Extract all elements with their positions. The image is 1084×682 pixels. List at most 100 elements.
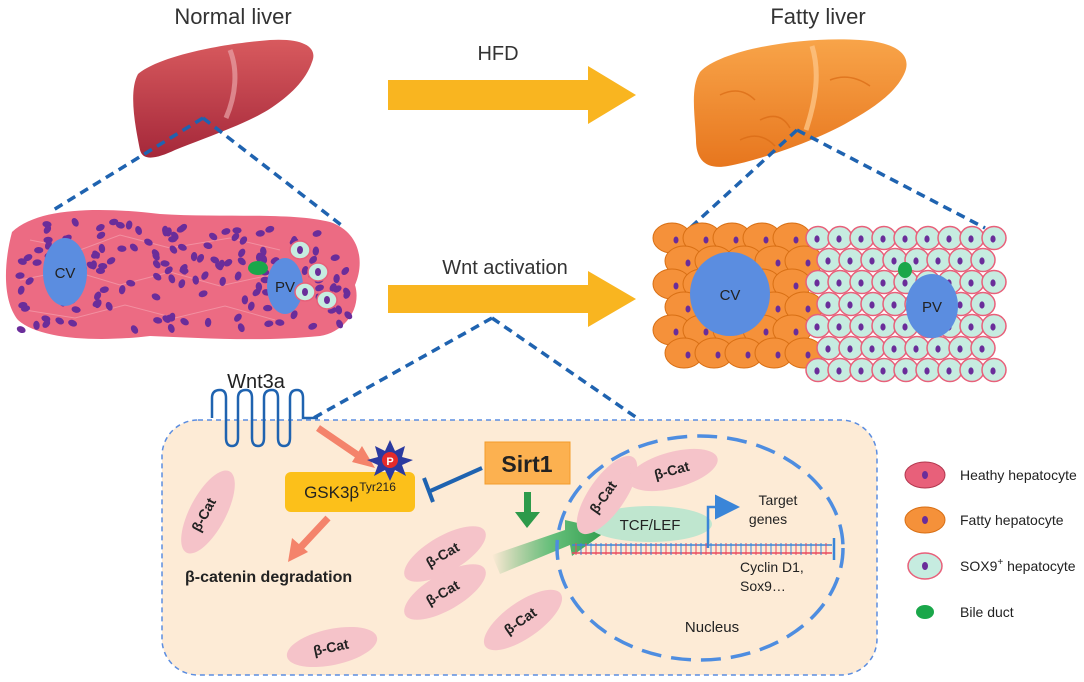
normal-liver-tissue: CV PV xyxy=(5,209,360,340)
nucleus-dot xyxy=(117,245,127,252)
nucleus-dot xyxy=(71,217,79,227)
sox9-hepatocyte-cell xyxy=(871,313,897,339)
cv-vein-normal xyxy=(43,238,87,306)
legend-label: Fatty hepatocyte xyxy=(960,512,1064,528)
nucleus-dot xyxy=(94,291,102,301)
nucleus-dot xyxy=(168,312,176,322)
nucleus-dot xyxy=(330,254,340,261)
sox9-hepatocyte-cell xyxy=(849,313,875,339)
hfd-arrow xyxy=(388,66,636,124)
nucleus-dot xyxy=(152,260,161,269)
nucleus-dot xyxy=(255,252,263,262)
nucleus-dot xyxy=(162,225,169,235)
sox9-hepatocyte-cell xyxy=(871,225,897,251)
beta-catenin: β-Cat xyxy=(404,526,486,582)
sox9-hepatocyte-cell xyxy=(959,269,985,295)
sox9-hepatocyte-cell xyxy=(849,269,875,295)
sox9-hepatocyte-cell xyxy=(316,290,338,310)
nucleus-dot xyxy=(68,319,78,327)
nucleus-dot xyxy=(96,231,106,240)
sox9-hepatocyte-cell xyxy=(915,225,941,251)
sox9-hepatocyte-cell xyxy=(926,335,952,361)
nucleus-dot xyxy=(237,323,245,333)
nucleus-dot xyxy=(130,325,139,334)
nucleus-dot xyxy=(91,251,100,259)
translocation-arrow xyxy=(492,520,608,574)
sox9-hepatocyte-cell xyxy=(805,313,831,339)
sox9-hepatocyte-cell xyxy=(805,357,831,383)
beta-catenin: β-Cat xyxy=(483,589,563,651)
nucleus-dot xyxy=(17,258,27,265)
sox9-hepatocyte-cell xyxy=(816,247,842,273)
sox9-hepatocyte-cell xyxy=(915,357,941,383)
nucleus-dot xyxy=(17,285,25,295)
sox9-hepatocyte-cell xyxy=(838,335,864,361)
sox9-hepatocyte-cell xyxy=(827,225,853,251)
sox9-hepatocyte-cell xyxy=(816,335,842,361)
legend-item: Bile duct xyxy=(916,604,1014,620)
nucleus-dot xyxy=(129,243,138,252)
nucleus-dot xyxy=(34,246,44,254)
legend-item: SOX9+ hepatocyte xyxy=(907,552,1076,580)
degradation-label: β-catenin degradation xyxy=(185,569,352,586)
nucleus-dot xyxy=(176,225,186,233)
sox9-hepatocyte-cell xyxy=(849,225,875,251)
sox9-hepatocyte-cell xyxy=(860,291,886,317)
nucleus-dot xyxy=(210,256,220,264)
nucleus-dot xyxy=(98,243,106,254)
nucleus-dot xyxy=(238,248,246,258)
nucleus-dot xyxy=(201,271,209,280)
nucleus-dot xyxy=(20,305,31,312)
sox9-hepatocyte-cell xyxy=(871,357,897,383)
sox9-hepatocyte-cell xyxy=(904,335,930,361)
sox9-hepatocyte-cell xyxy=(838,291,864,317)
fatty-hepatocyte-cell xyxy=(664,337,704,369)
sirt1-inhibits-gsk3b xyxy=(422,466,483,503)
nucleus-dot xyxy=(125,220,133,230)
beta-catenin-label: β-Cat xyxy=(312,635,351,658)
nucleus-dot xyxy=(16,326,26,334)
nucleus-dot xyxy=(275,319,285,326)
nucleus-dot xyxy=(219,276,226,286)
pv-label-normal: PV xyxy=(275,279,295,296)
beta-catenin: β-Cat xyxy=(181,470,235,554)
sox9-hepatocyte-cell xyxy=(882,291,908,317)
nucleus-dot xyxy=(153,272,162,281)
nucleus-dot xyxy=(43,225,52,234)
sox9-hepatocyte-cell xyxy=(981,357,1007,383)
cv-vein-fatty xyxy=(690,252,770,336)
normal-liver-icon xyxy=(133,39,314,158)
dna-strand xyxy=(572,538,836,560)
nucleus-dot xyxy=(162,315,171,323)
nucleus-dot xyxy=(25,277,34,285)
bile-duct-normal xyxy=(248,261,268,275)
nucleus-dot xyxy=(341,266,350,276)
nucleus-dot xyxy=(231,232,240,242)
sox9-hepatocyte-cell xyxy=(981,225,1007,251)
nucleus-dot xyxy=(168,235,178,243)
nucleus-dot xyxy=(99,286,109,293)
nucleus-dot xyxy=(32,259,42,266)
cyclin-label: Cyclin D1,Sox9… xyxy=(740,559,804,594)
sox9-hepatocyte-cell xyxy=(981,269,1007,295)
nucleus-dot xyxy=(135,226,143,235)
transcription-arrow xyxy=(706,494,740,548)
nucleus-dot xyxy=(265,225,275,233)
pv-vein-fatty xyxy=(906,274,958,338)
svg-text:P: P xyxy=(386,456,393,468)
nucleus-dot xyxy=(96,224,105,232)
nucleus-dot xyxy=(312,230,322,237)
nucleus-dot xyxy=(239,236,248,245)
nucleus-dot xyxy=(247,301,255,311)
nucleus-dot xyxy=(168,274,176,284)
nucleus-dot xyxy=(344,311,353,320)
sox9-hepatocyte-cell xyxy=(959,313,985,339)
nucleus-dot xyxy=(118,285,126,295)
nucleus-dot xyxy=(180,318,189,326)
nucleus-dot xyxy=(105,301,113,311)
sox9-hepatocyte-cell xyxy=(849,357,875,383)
nucleus-dot xyxy=(223,259,233,267)
nucleus-dot xyxy=(90,260,97,270)
nucleus-dot xyxy=(160,260,170,267)
